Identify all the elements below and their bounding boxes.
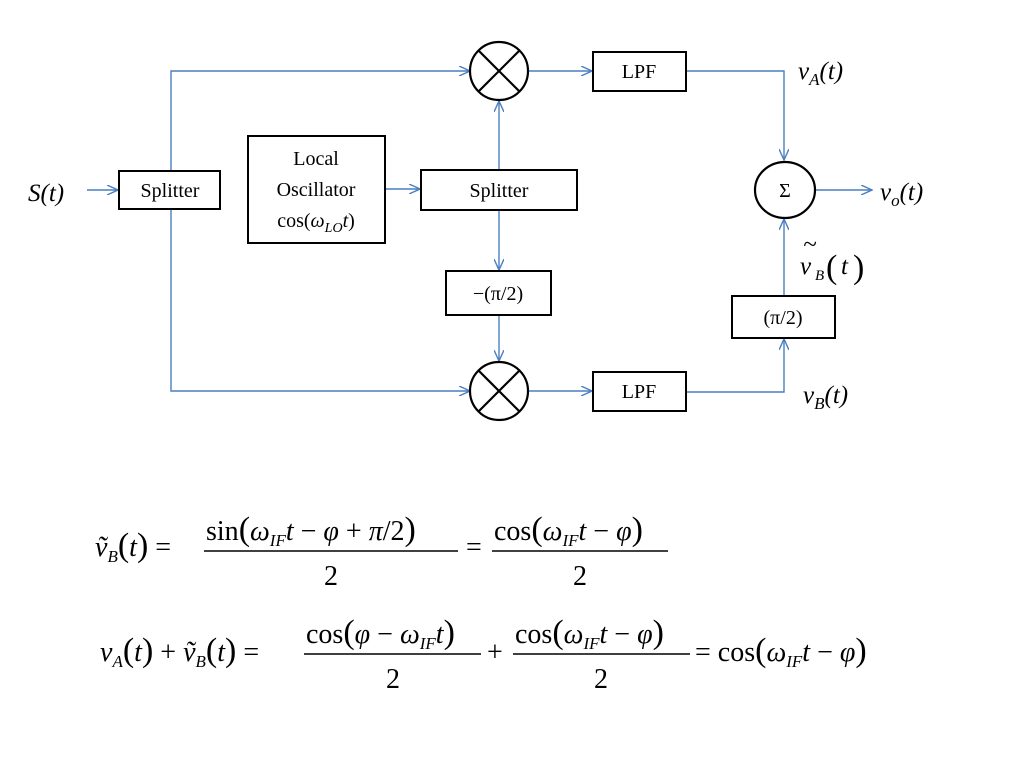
vb-tilde-mark: ~ <box>803 231 817 258</box>
eq2-frac2-num: cos(ωIFt − φ) <box>515 614 664 653</box>
sum-symbol: Σ <box>779 180 791 202</box>
vb-tilde-arg: t <box>841 253 849 280</box>
wire-top-lpf-to-sum <box>687 70 784 160</box>
splitter-right-label: Splitter <box>470 180 529 202</box>
wire-bottom-lpf-to-phase <box>687 339 784 393</box>
wire-split-to-bottom-mixer <box>170 209 470 391</box>
eq1-frac1-den: 2 <box>324 561 338 592</box>
eq2-rhs: = cos(ωIFt − φ) <box>695 632 867 671</box>
vb-tilde-sub: B <box>815 268 824 284</box>
phase-shift-plus-label: (π/2) <box>764 307 803 329</box>
eq1-lhs: ṽB(t) = <box>95 527 171 566</box>
lpf-top-label: LPF <box>622 61 656 83</box>
multiply-circle-icon <box>468 360 530 422</box>
sum-circle-icon: Σ <box>753 160 817 220</box>
va-label: vA(t) <box>798 58 843 89</box>
lpf-top-block: LPF <box>592 51 687 92</box>
lo-line1: Local <box>293 148 339 170</box>
lo-omega: ω <box>311 210 325 232</box>
eq2-frac1-num: cos(φ − ωIFt) <box>306 614 455 653</box>
phase-shift-plus-block: (π/2) <box>731 295 836 339</box>
lpf-bottom-block: LPF <box>592 371 687 412</box>
eq1-frac2-num: cos(ωIFt − φ) <box>494 511 643 550</box>
eq2-lhs: vA(t) + ṽB(t) = <box>100 632 259 671</box>
vo-label: vo(t) <box>880 179 923 210</box>
vb-tilde-v: v <box>800 253 812 280</box>
lo-cos: cos( <box>277 210 311 232</box>
lo-close: ) <box>348 210 355 232</box>
vb-tilde-label: ~ v B ( t ) <box>800 231 864 286</box>
lo-line2: Oscillator <box>277 179 356 201</box>
splitter-left-block: Splitter <box>118 170 221 210</box>
eq2-frac1-den: 2 <box>386 664 400 695</box>
phase-shift-minus-label: −(π/2) <box>473 283 523 305</box>
vb-label: vB(t) <box>803 382 848 413</box>
eq2-frac2-den: 2 <box>594 664 608 695</box>
eq2-plus: + <box>487 637 503 668</box>
wire-split-to-top-mixer <box>170 71 470 171</box>
equation-1: ṽB(t) = sin(ωIFt − φ + π/2) 2 = cos(ωIFt… <box>95 511 668 592</box>
phase-shift-minus-block: −(π/2) <box>445 270 552 316</box>
splitter-right-block: Splitter <box>420 169 578 211</box>
lpf-bottom-label: LPF <box>622 381 656 403</box>
lo-line3: cos(ωLOt) <box>277 210 355 236</box>
signal-wires <box>87 71 872 392</box>
multiply-circle-icon <box>468 40 530 102</box>
lo-sub: LO <box>324 221 343 236</box>
splitter-left-label: Splitter <box>141 180 200 202</box>
eq1-equals: = <box>466 532 482 563</box>
vb-tilde-lparen: ( <box>826 249 837 286</box>
vb-tilde-rparen: ) <box>853 249 864 286</box>
equation-2: vA(t) + ṽB(t) = cos(φ − ωIFt) 2 + cos(ωI… <box>100 614 867 695</box>
input-signal-label: S(t) <box>28 180 64 207</box>
local-oscillator-block: Local Oscillator cos(ωLOt) <box>247 135 386 244</box>
eq1-frac1-num: sin(ωIFt − φ + π/2) <box>206 511 416 550</box>
eq1-frac2-den: 2 <box>573 561 587 592</box>
lo-t: t <box>343 210 349 232</box>
